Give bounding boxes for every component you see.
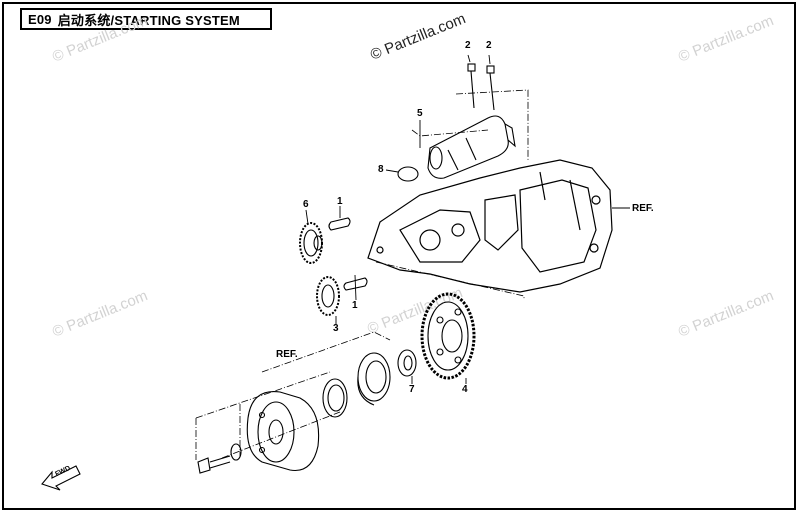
- diagram-title: E09 启动系统/STARTING SYSTEM: [20, 8, 272, 30]
- leader-line: [354, 274, 357, 301]
- ref-label: REF.: [632, 203, 654, 214]
- alignment-line: [455, 89, 529, 160]
- bearing-part: [322, 378, 348, 418]
- alignment-line: [411, 129, 489, 137]
- leader-line: [305, 209, 309, 225]
- idle-gear-part: [299, 222, 323, 264]
- diagram-code: E09: [28, 11, 52, 27]
- diagram-name: 启动系统/STARTING SYSTEM: [57, 12, 240, 28]
- callout-1: 1: [352, 300, 358, 311]
- callout-6: 6: [303, 199, 309, 210]
- alignment-line: [375, 261, 525, 300]
- callout-7: 7: [409, 384, 415, 395]
- crankcase-part: [367, 159, 613, 293]
- flywheel-part: [246, 390, 320, 472]
- alignment-line: [261, 331, 391, 373]
- starter-driven-gear-part: [420, 292, 476, 380]
- callout-4: 4: [462, 384, 468, 395]
- bolt-part: [467, 63, 495, 111]
- shaft-part: [328, 217, 351, 231]
- leader-line: [488, 54, 491, 65]
- starter-motor-part: [427, 115, 516, 179]
- callout-2: 2: [486, 40, 492, 51]
- reduction-gear-part: [316, 276, 340, 316]
- washer-part: [397, 349, 417, 377]
- leader-line: [467, 54, 471, 63]
- leader-line: [385, 169, 399, 173]
- callout-8: 8: [378, 164, 384, 175]
- fwd-arrow-icon: [41, 465, 81, 491]
- flywheel-bolt-part: [197, 455, 231, 474]
- callout-2: 2: [465, 40, 471, 51]
- callout-5: 5: [417, 108, 423, 119]
- ref-label: REF.: [276, 349, 298, 360]
- washer-part: [230, 443, 242, 461]
- callout-1: 1: [337, 196, 343, 207]
- o-ring-part: [397, 166, 419, 182]
- one-way-clutch-part: [357, 352, 391, 406]
- alignment-line: [221, 411, 341, 459]
- callout-3: 3: [333, 323, 339, 334]
